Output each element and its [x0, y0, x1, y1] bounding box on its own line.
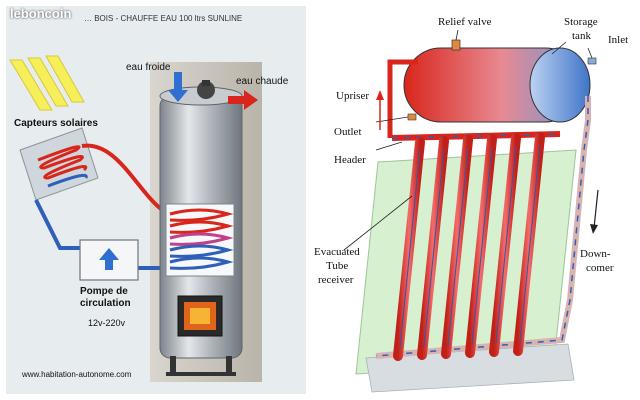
sun-rays-icon — [9, 55, 85, 111]
label-inlet: Inlet — [608, 34, 629, 46]
right-diagram-panel: Relief valve Storage tank Inlet Upriser … — [312, 0, 640, 400]
leboncoin-watermark: leboncoin — [10, 6, 72, 21]
relief-valve-icon — [451, 39, 461, 51]
label-evac-1: Evacuated — [314, 246, 360, 258]
label-pompe-1: Pompe de — [80, 286, 128, 297]
inlet-fitting — [587, 57, 597, 65]
label-evac-3: receiver — [318, 274, 354, 286]
right-diagram-svg — [343, 29, 599, 393]
label-storage-2: tank — [572, 30, 591, 42]
pump-arrow-icon — [99, 248, 119, 270]
label-header: Header — [334, 154, 366, 166]
evacuated-tubes — [393, 132, 545, 361]
left-title: … BOIS - CHAUFFE EAU 100 ltrs SUNLINE — [84, 14, 243, 23]
label-evac-2: Tube — [326, 260, 349, 272]
leader-lines — [343, 29, 593, 251]
label-website: www.habitation-autonome.com — [22, 370, 132, 379]
tank-leg-left — [170, 356, 176, 374]
tank-leg-right — [226, 356, 232, 374]
label-voltage: 12v-220v — [88, 318, 126, 328]
label-down-2: comer — [586, 262, 614, 274]
collector-coil-hot — [37, 145, 88, 180]
cold-inlet-arrow-icon — [168, 72, 188, 102]
tank-end-cap — [529, 47, 591, 123]
tank-coil — [169, 208, 234, 270]
left-diagram-panel: leboncoin … BOIS - CHAUFFE EAU 100 ltrs … — [0, 0, 312, 400]
label-down-1: Down- — [580, 248, 611, 260]
collector-coil-cold — [47, 173, 88, 188]
label-eau-chaude: eau chaude — [236, 76, 289, 87]
label-storage-1: Storage — [564, 16, 598, 28]
label-relief-valve: Relief valve — [438, 16, 492, 28]
label-outlet: Outlet — [334, 126, 362, 138]
upriser-arrow-icon — [376, 90, 384, 130]
cold-pipe-1 — [34, 199, 82, 250]
label-pompe-2: circulation — [80, 298, 131, 309]
label-upriser: Upriser — [336, 90, 369, 102]
label-eau-froide: eau froide — [126, 62, 171, 73]
downcomer-arrow-icon — [590, 189, 599, 234]
left-diagram-svg — [6, 6, 306, 394]
outlet-fitting — [407, 113, 417, 121]
tank-gauge — [197, 81, 215, 99]
label-capteurs: Capteurs solaires — [14, 118, 98, 129]
upriser-pipe — [387, 59, 418, 138]
hot-outlet-arrow-icon — [228, 90, 258, 110]
